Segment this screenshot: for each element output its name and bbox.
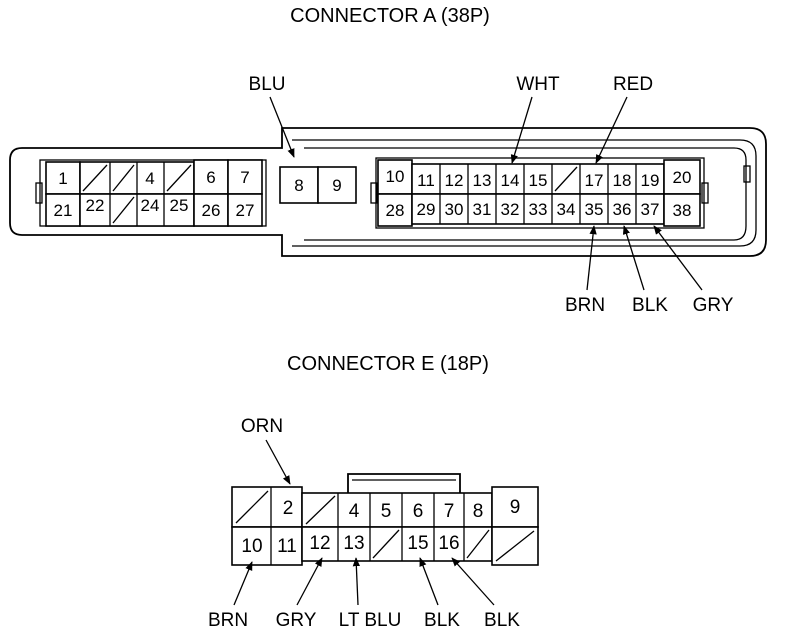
pin-e-9: 9 <box>510 497 521 518</box>
pin-17: 17 <box>585 171 604 190</box>
pin-e-16: 16 <box>438 533 459 554</box>
pin-13: 13 <box>473 171 492 190</box>
connector-e-housing <box>231 473 539 566</box>
pin-8: 8 <box>294 176 303 195</box>
pin-21: 21 <box>54 201 73 220</box>
pin-18: 18 <box>613 171 632 190</box>
pin-e-2: 2 <box>283 498 294 519</box>
pin-10: 10 <box>386 167 405 186</box>
pin-e-10: 10 <box>241 536 262 557</box>
connector-a-housing <box>9 127 767 257</box>
wire-label-gry-e: GRY <box>276 610 317 631</box>
pin-11: 11 <box>417 171 435 190</box>
pin-29: 29 <box>417 200 436 219</box>
connector-e-title: CONNECTOR E (18P) <box>287 353 489 375</box>
wire-label-brn-e: BRN <box>208 610 248 631</box>
pin-20: 20 <box>673 168 692 187</box>
pin-37: 37 <box>641 200 660 219</box>
wire-label-ltblu-e: LT BLU <box>339 610 402 631</box>
connector-e-callouts: ORN BRN GRY LT BLU BLK BLK <box>208 416 520 631</box>
pin-26: 26 <box>202 201 221 220</box>
pin-4: 4 <box>145 169 154 188</box>
pin-e-4: 4 <box>349 501 360 522</box>
pin-36: 36 <box>613 200 632 219</box>
pin-38: 38 <box>673 201 692 220</box>
pin-33: 33 <box>529 200 548 219</box>
pin-24: 24 <box>141 196 160 215</box>
wire-label-blu: BLU <box>249 74 286 95</box>
pin-27: 27 <box>236 201 255 220</box>
connector-a-callouts: BLU WHT RED BRN BLK GRY <box>249 74 734 316</box>
pin-e-8: 8 <box>473 501 484 522</box>
wire-label-gry: GRY <box>693 295 734 316</box>
wire-label-blk: BLK <box>632 295 668 316</box>
pin-30: 30 <box>445 200 464 219</box>
wire-label-red: RED <box>613 74 653 95</box>
pin-e-7: 7 <box>444 501 455 522</box>
pin-31: 31 <box>473 200 492 219</box>
pin-1: 1 <box>58 169 67 188</box>
pin-e-5: 5 <box>381 501 392 522</box>
wire-label-blk-e2: BLK <box>484 610 520 631</box>
wire-label-orn: ORN <box>241 416 283 437</box>
pin-35: 35 <box>585 200 604 219</box>
connector-e-pins: 2 4 5 6 7 8 9 10 11 12 13 15 16 <box>241 497 520 557</box>
wire-label-wht: WHT <box>516 74 560 95</box>
pin-12: 12 <box>445 171 464 190</box>
pin-e-11: 11 <box>277 536 297 557</box>
pin-9: 9 <box>332 176 341 195</box>
pin-6: 6 <box>206 168 215 187</box>
pin-7: 7 <box>240 168 249 187</box>
pin-28: 28 <box>386 201 405 220</box>
wire-label-brn: BRN <box>565 295 605 316</box>
pin-22: 22 <box>86 196 105 215</box>
pin-e-15: 15 <box>407 533 428 554</box>
pin-19: 19 <box>641 171 660 190</box>
pin-32: 32 <box>501 200 520 219</box>
connector-a-right-block: 10 28 11 29 12 30 13 31 14 32 15 33 34 1… <box>377 159 701 227</box>
connector-a-title: CONNECTOR A (38P) <box>290 5 490 27</box>
pin-34: 34 <box>557 200 576 219</box>
connector-a-middle-block: 8 9 <box>279 166 357 204</box>
pin-e-6: 6 <box>413 501 424 522</box>
connector-a-left-block: 1 21 22 4 24 25 6 26 7 27 <box>45 159 263 227</box>
pin-15: 15 <box>529 171 548 190</box>
pin-14: 14 <box>501 171 520 190</box>
pin-25: 25 <box>170 196 189 215</box>
wire-label-blk-e1: BLK <box>424 610 460 631</box>
pin-e-12: 12 <box>309 533 330 554</box>
pin-e-13: 13 <box>343 533 364 554</box>
